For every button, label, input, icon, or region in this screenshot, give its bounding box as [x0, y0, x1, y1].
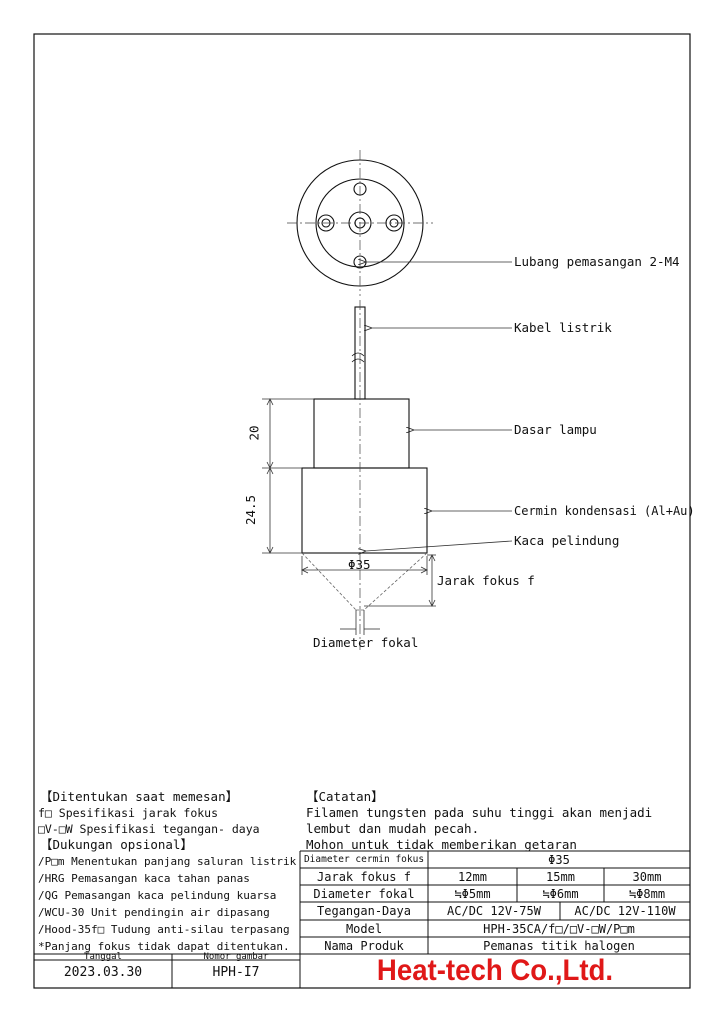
- bottom-section-lines: [34, 850, 690, 988]
- dim-mirror-height: 24.5: [243, 494, 259, 526]
- callout-cable: Kabel listrik: [514, 320, 612, 335]
- top-view-centerlines: [287, 150, 433, 296]
- callout-mirror: Cermin kondensasi (Al+Au): [514, 504, 695, 518]
- dim-base-height: 20: [246, 425, 262, 441]
- focus-cone: [301, 552, 428, 611]
- callout-protective-glass: Kaca pelindung: [514, 533, 620, 548]
- table-focal-diameter-8: ≒Φ8mm: [628, 887, 666, 901]
- table-focal-length-15: 15mm: [546, 870, 575, 884]
- cable-break-mark: [351, 352, 365, 363]
- side-view: [301, 306, 428, 554]
- date-label: Tanggal: [84, 952, 122, 962]
- mirror-body: [301, 467, 428, 554]
- callout-lamp-base: Dasar lampu: [514, 422, 597, 437]
- callout-lines: [366, 262, 513, 551]
- lamp-base-body: [313, 398, 410, 469]
- table-label-voltage: Tegangan-Daya: [317, 904, 411, 918]
- order-note-line: □V-□W Spesifikasi tegangan- daya: [38, 822, 260, 836]
- table-voltage-75w: AC/DC 12V-75W: [447, 904, 541, 918]
- option-line: /HRG Pemasangan kaca tahan panas: [38, 872, 250, 885]
- table-label-focal-length: Jarak fokus f: [317, 870, 411, 884]
- option-line: /QG Pemasangan kaca pelindung kuarsa: [38, 889, 277, 902]
- table-value-product: Pemanas titik halogen: [483, 939, 635, 953]
- order-note-line: f□ Spesifikasi jarak fokus: [38, 806, 219, 820]
- table-focal-length-12: 12mm: [458, 870, 487, 884]
- option-line: *Panjang fokus tidak dapat ditentukan.: [38, 940, 290, 953]
- option-line: /Hood-35f□ Tudung anti-silau terpasang: [38, 923, 290, 936]
- height-dimensions: [262, 398, 314, 554]
- drawing-no-value: HPH-I7: [212, 965, 260, 980]
- note-line: Mohon untuk tidak memberikan getaran: [306, 837, 577, 852]
- table-label-product: Nama Produk: [324, 939, 404, 953]
- callout-mounting-hole: Lubang pemasangan 2-M4: [514, 254, 680, 269]
- table-focal-length-30: 30mm: [632, 870, 662, 884]
- callout-focal-diameter: Diameter fokal: [313, 635, 419, 650]
- focal-diameter-dimension: [340, 610, 380, 635]
- order-notes-title: 【Ditentukan saat memesan】: [40, 789, 239, 804]
- table-value-mirror-diameter: Φ35: [548, 853, 570, 867]
- callout-focal-length: Jarak fokus f: [437, 573, 535, 588]
- date-value: 2023.03.30: [63, 965, 143, 980]
- option-line: /WCU-30 Unit pendingin air dipasang: [38, 906, 270, 919]
- drawing-no-label: Nomor gambar: [203, 952, 269, 962]
- table-label-mirror-diameter: Diameter cermin fokus: [303, 854, 425, 865]
- callout-line-glass: [366, 540, 513, 551]
- diameter-dimension: [301, 556, 428, 575]
- company-logo: Heat-tech Co.,Ltd.: [376, 954, 614, 987]
- notes-title: 【Catatan】: [306, 789, 384, 804]
- option-line: /P□m Menentukan panjang saluran listrik: [38, 855, 297, 868]
- note-line: lembut dan mudah pecah.: [306, 821, 480, 836]
- focal-length-dimension: [364, 554, 436, 607]
- table-focal-diameter-5: ≒Φ5mm: [454, 887, 491, 901]
- note-line: Filamen tungsten pada suhu tinggi akan m…: [306, 805, 653, 820]
- dim-diameter: Φ35: [348, 557, 371, 572]
- table-value-model: HPH-35CA/f□/□V-□W/P□m: [483, 922, 635, 936]
- table-label-model: Model: [345, 922, 383, 936]
- table-label-focal-diameter: Diameter fokal: [313, 887, 415, 901]
- table-voltage-110w: AC/DC 12V-110W: [574, 904, 676, 918]
- drawing-border: [33, 33, 691, 989]
- table-focal-diameter-6: ≒Φ6mm: [542, 887, 579, 901]
- options-title: 【Dukungan opsional】: [40, 837, 193, 852]
